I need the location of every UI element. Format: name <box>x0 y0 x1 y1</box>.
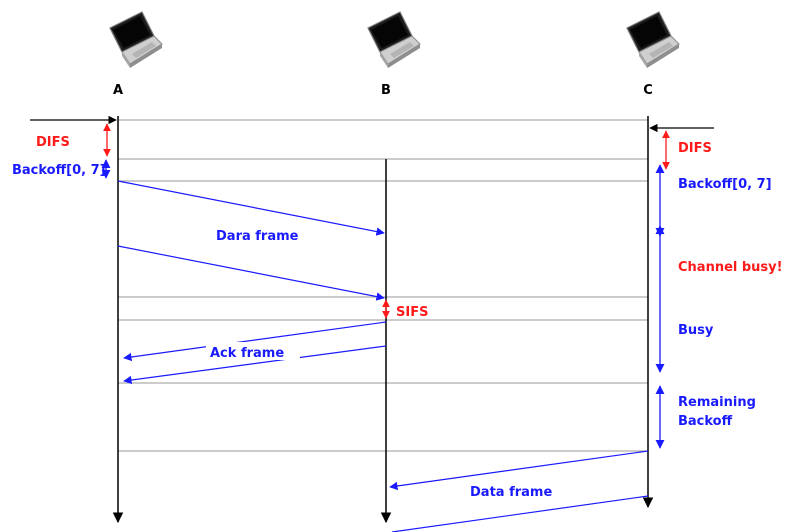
ack-frame-label: Ack frame <box>210 346 284 361</box>
station-c-laptop-icon <box>626 11 680 69</box>
ack-frame-end-edge <box>123 345 387 385</box>
sifs-label: SIFS <box>396 305 428 320</box>
backoff-c-label: Backoff[0, 7] <box>678 177 772 192</box>
station-b-laptop-icon <box>367 11 421 69</box>
station-c-label: C <box>643 83 653 98</box>
station-a-label: A <box>113 83 123 98</box>
time-markers <box>118 119 648 452</box>
data-frame-2-start-edge <box>389 450 649 491</box>
backoff-a-label: Backoff[0, 7] <box>12 163 106 178</box>
data-frame-2-label: Data frame <box>470 485 552 500</box>
station-b-label: B <box>381 83 391 98</box>
busy-label: Busy <box>678 323 714 338</box>
data-frame-2-end-edge <box>391 495 649 532</box>
remaining-backoff-label-line1: Remaining <box>678 395 756 410</box>
difs-c-label: DIFS <box>678 141 712 156</box>
difs-a-label: DIFS <box>36 135 70 150</box>
remaining-backoff-label-line2: Backoff <box>678 414 733 429</box>
data-frame-1-label: Dara frame <box>216 229 299 244</box>
station-a-laptop-icon <box>109 11 163 69</box>
data-frame-end-edge <box>117 245 385 301</box>
ack-frame-start-edge <box>123 321 387 362</box>
channel-busy-label: Channel busy! <box>678 260 783 275</box>
data-frame-start-edge <box>117 180 385 236</box>
ack-label-background <box>206 342 300 360</box>
